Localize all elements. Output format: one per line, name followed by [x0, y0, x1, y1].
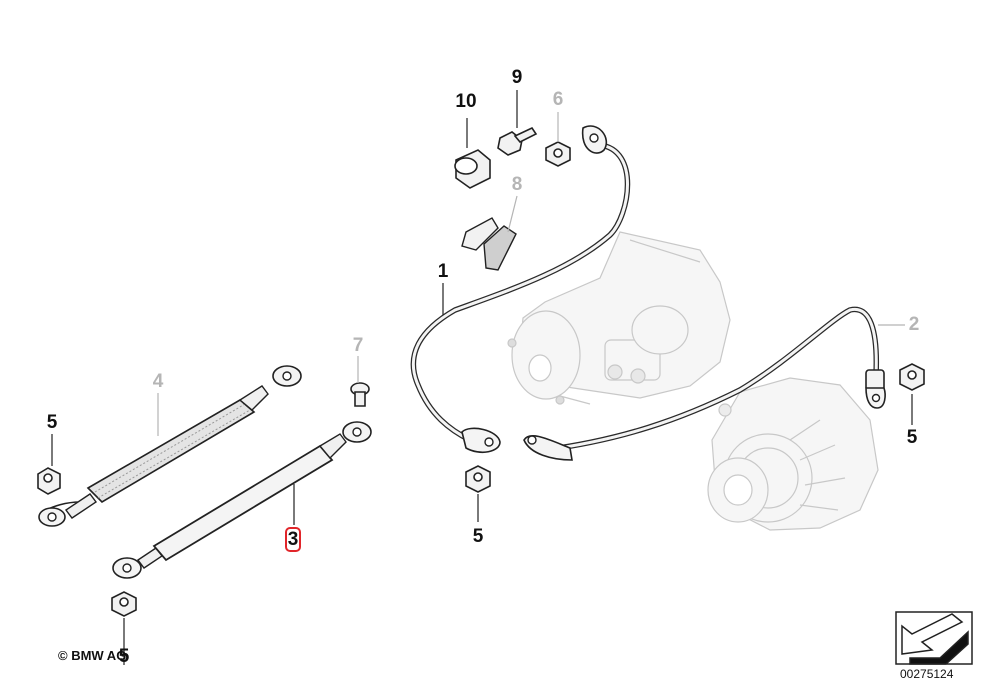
nut-5-center: [465, 465, 491, 493]
clip-8: [461, 217, 517, 271]
callout-5-right: 5: [906, 427, 918, 448]
cap-10: [454, 149, 491, 189]
cable-1: [410, 125, 631, 454]
ground-cable-3: [112, 421, 372, 579]
callout-9: 9: [511, 67, 523, 88]
callout-2: 2: [908, 314, 920, 335]
nut-5-right: [899, 363, 925, 391]
copyright-text: © BMW AG: [58, 648, 127, 663]
bolt-9: [497, 126, 538, 156]
callout-6: 6: [552, 89, 564, 110]
callout-1: 1: [437, 261, 449, 282]
callout-5-left: 5: [46, 412, 58, 433]
starter-motor: [507, 231, 731, 405]
nut-6: [545, 141, 571, 167]
callout-10: 10: [455, 91, 477, 112]
ground-strap-4: [38, 365, 302, 527]
orientation-arrow-icon: [895, 611, 973, 665]
callout-5-center: 5: [472, 526, 484, 547]
callout-5-bottom: 5: [118, 646, 130, 667]
callout-3-number: 3: [284, 527, 302, 552]
callout-7: 7: [352, 335, 364, 356]
screw-7: [350, 382, 370, 407]
cable-2: [523, 306, 886, 461]
callout-8: 8: [511, 174, 523, 195]
diagram-number: 00275124: [900, 667, 954, 681]
callout-3-highlighted[interactable]: 3: [281, 527, 305, 552]
alternator: [707, 377, 879, 531]
callout-4: 4: [152, 371, 164, 392]
nut-5-left: [37, 467, 61, 495]
nut-5-bottom: [111, 591, 137, 617]
leader-lines: [51, 90, 913, 665]
